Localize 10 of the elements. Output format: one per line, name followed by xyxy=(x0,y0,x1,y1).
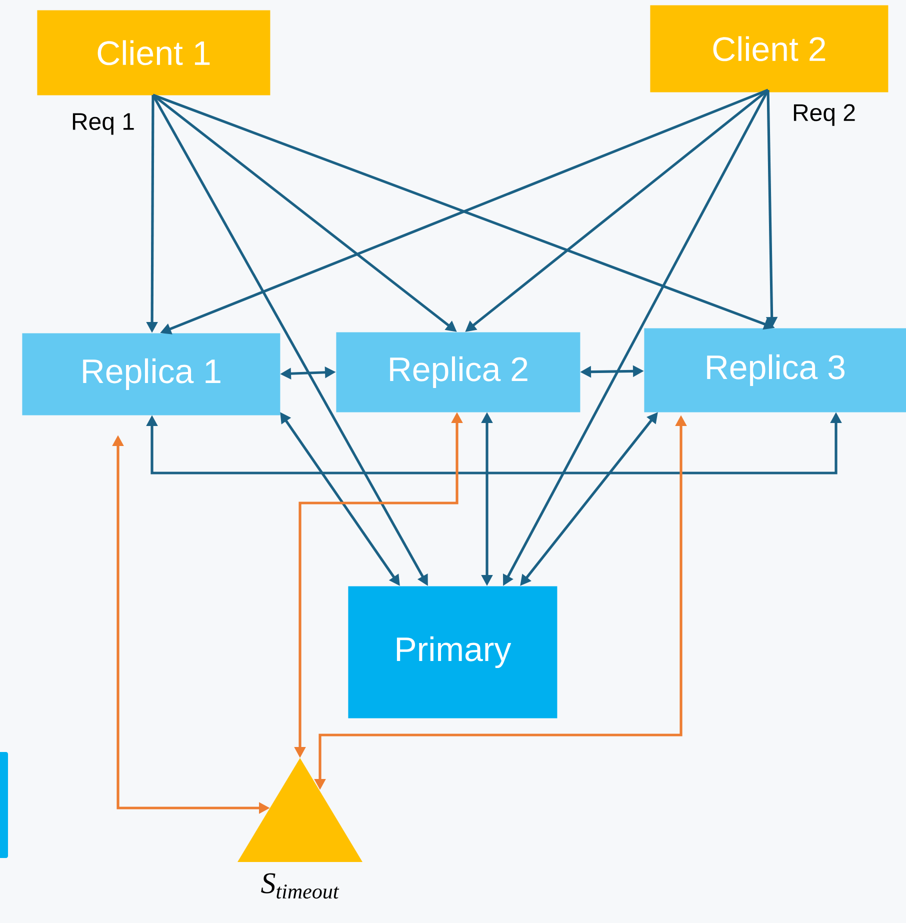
process-box: Replica 1 xyxy=(22,333,280,416)
process-box: Client 1 xyxy=(37,10,270,96)
node-caption: S$_{timeout}$ xyxy=(261,873,340,899)
process-box: Replica 2 xyxy=(336,332,580,412)
process-box: Primary xyxy=(348,586,558,718)
request-label: Req 1 xyxy=(72,113,134,135)
timeout-triangle xyxy=(238,758,362,862)
process-box: Replica 3 xyxy=(644,328,906,412)
request-label: Req 2 xyxy=(794,104,855,126)
process-box: Client 2 xyxy=(650,5,888,92)
